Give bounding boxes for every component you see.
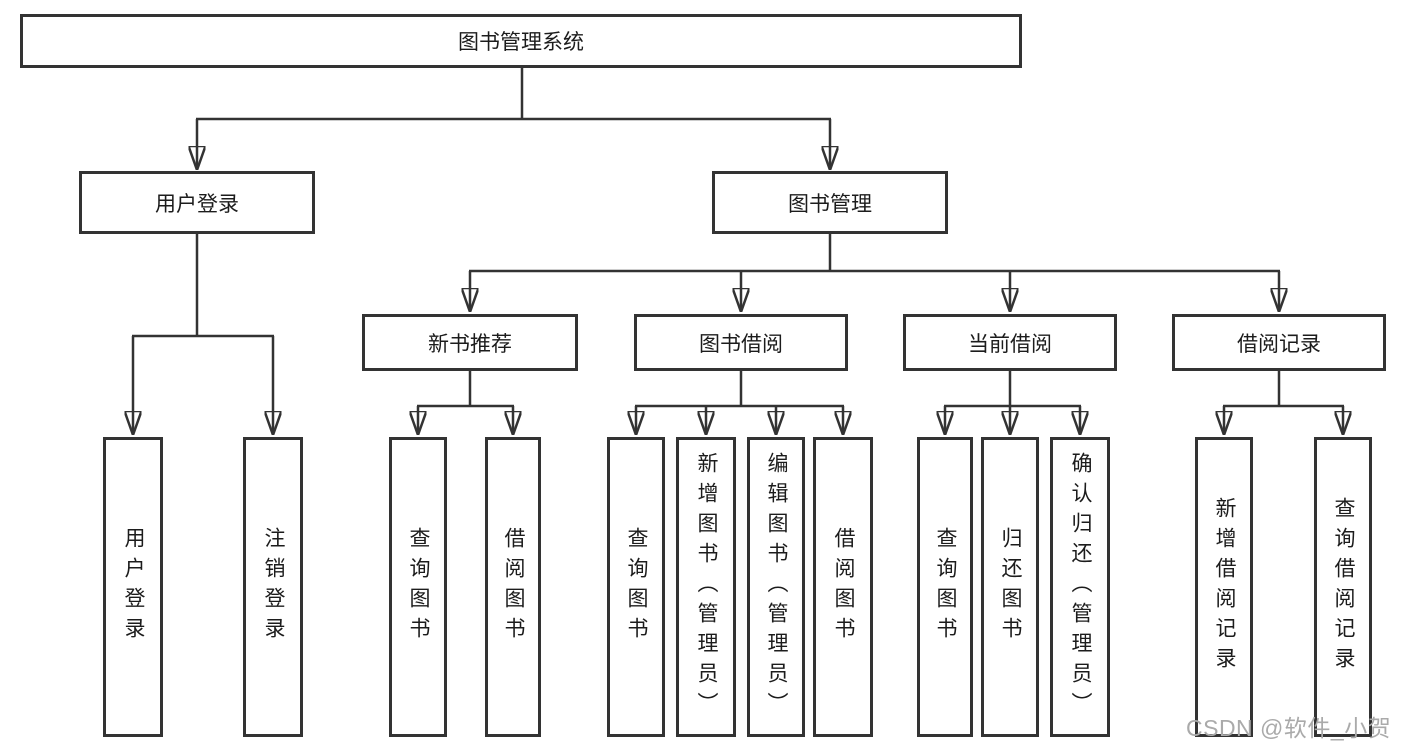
leaf-query-books-recommend: 查询图书 [389, 437, 447, 737]
leaf-logout: 注销登录 [243, 437, 303, 737]
node-label: 查询图书 [407, 527, 431, 647]
node-current-borrow: 当前借阅 [903, 314, 1117, 371]
leaf-confirm-return-admin: 确认归还（管理员） [1050, 437, 1110, 737]
node-label: 查询图书 [625, 527, 649, 647]
leaf-borrow-books: 借阅图书 [813, 437, 873, 737]
leaf-query-borrow-record: 查询借阅记录 [1314, 437, 1372, 737]
node-library-system: 图书管理系统 [20, 14, 1022, 68]
node-label: 当前借阅 [968, 332, 1052, 356]
node-label: 图书借阅 [699, 332, 783, 356]
node-borrow-records: 借阅记录 [1172, 314, 1386, 371]
node-label: 编辑图书（管理员） [765, 452, 789, 722]
node-book-management: 图书管理 [712, 171, 948, 234]
leaf-edit-book-admin: 编辑图书（管理员） [747, 437, 805, 737]
node-label: 借阅图书 [832, 527, 856, 647]
node-label: 归还图书 [999, 527, 1023, 647]
node-label: 借阅图书 [502, 527, 526, 647]
node-label: 用户登录 [122, 527, 146, 647]
node-user-login: 用户登录 [79, 171, 315, 234]
node-label: 新增借阅记录 [1213, 497, 1237, 677]
node-label: 查询借阅记录 [1332, 497, 1356, 677]
node-book-borrow: 图书借阅 [634, 314, 848, 371]
node-label: 查询图书 [934, 527, 958, 647]
node-label: 图书管理 [788, 192, 872, 216]
leaf-query-books-current: 查询图书 [917, 437, 973, 737]
node-label: 注销登录 [262, 527, 286, 647]
node-label: 借阅记录 [1237, 332, 1321, 356]
leaf-query-books-borrow: 查询图书 [607, 437, 665, 737]
node-label: 用户登录 [155, 192, 239, 216]
leaf-add-borrow-record: 新增借阅记录 [1195, 437, 1253, 737]
node-label: 新增图书（管理员） [695, 452, 719, 722]
leaf-add-book-admin: 新增图书（管理员） [676, 437, 736, 737]
node-label: 图书管理系统 [458, 31, 584, 54]
leaf-user-login: 用户登录 [103, 437, 163, 737]
leaf-return-books: 归还图书 [981, 437, 1039, 737]
leaf-borrow-books-recommend: 借阅图书 [485, 437, 541, 737]
node-label: 新书推荐 [428, 332, 512, 356]
node-label: 确认归还（管理员） [1069, 452, 1093, 722]
watermark: CSDN @软件_小贺同学 [1186, 715, 1392, 741]
node-new-book-recommend: 新书推荐 [362, 314, 578, 371]
